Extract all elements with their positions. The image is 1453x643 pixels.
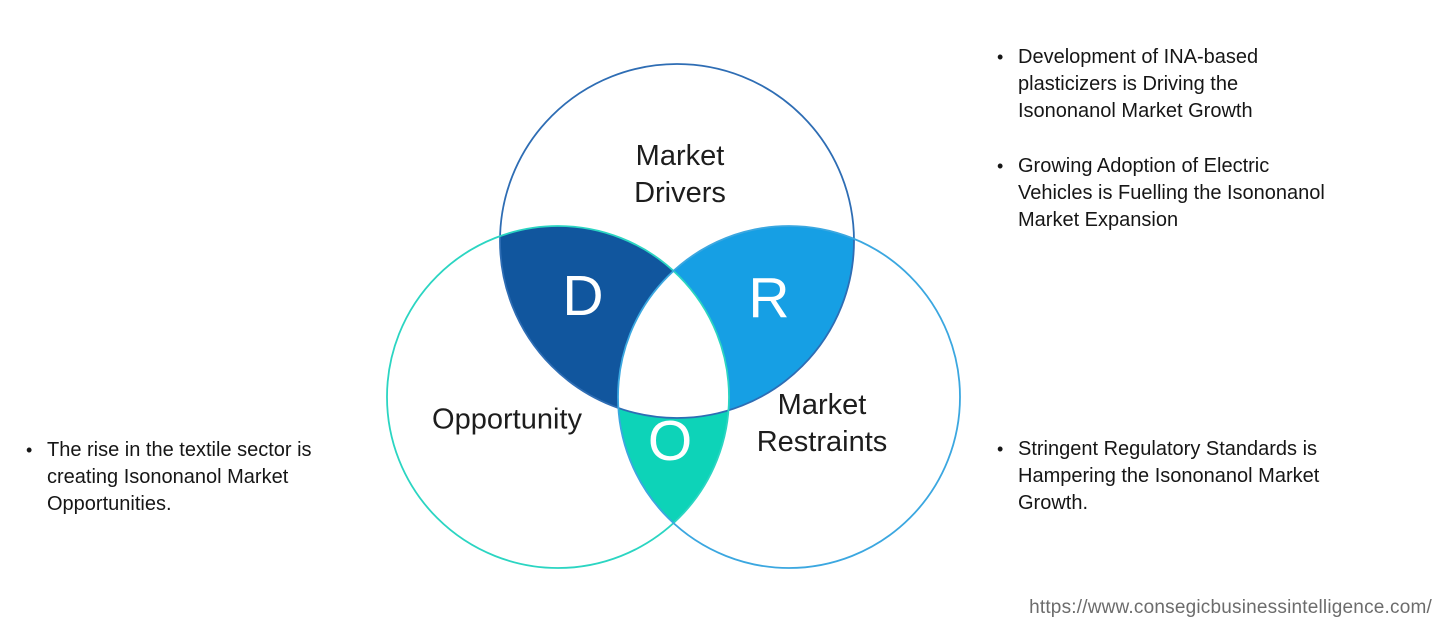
triple-overlap-region [618,226,729,418]
drivers-circle [499,63,855,419]
driver-bullet-item: Growing Adoption of Electric Vehicles is… [993,153,1335,234]
opportunity-bullet-list: The rise in the textile sector is creati… [22,437,337,518]
drivers-bullet-list: Development of INA-based plasticizers is… [993,44,1335,234]
source-url: https://www.consegicbusinessintelligence… [1029,597,1432,618]
driver-bullet-item: Development of INA-based plasticizers is… [993,44,1335,125]
drivers-letter: D [562,264,603,328]
restraints-letter: R [748,266,789,330]
restraints-circle [617,225,961,569]
opportunity-label: Opportunity [432,403,582,436]
opportunity-letter: O [648,409,692,473]
market-restraints-label: Market Restraints [756,389,888,458]
restraints-bullet-list: Stringent Regulatory Standards is Hamper… [993,436,1335,517]
market-drivers-label: Market Drivers [634,140,726,209]
opportunity-bullet-item: The rise in the textile sector is creati… [22,437,337,518]
restraint-bullet-item: Stringent Regulatory Standards is Hamper… [993,436,1335,517]
opportunity-circle [386,225,730,569]
